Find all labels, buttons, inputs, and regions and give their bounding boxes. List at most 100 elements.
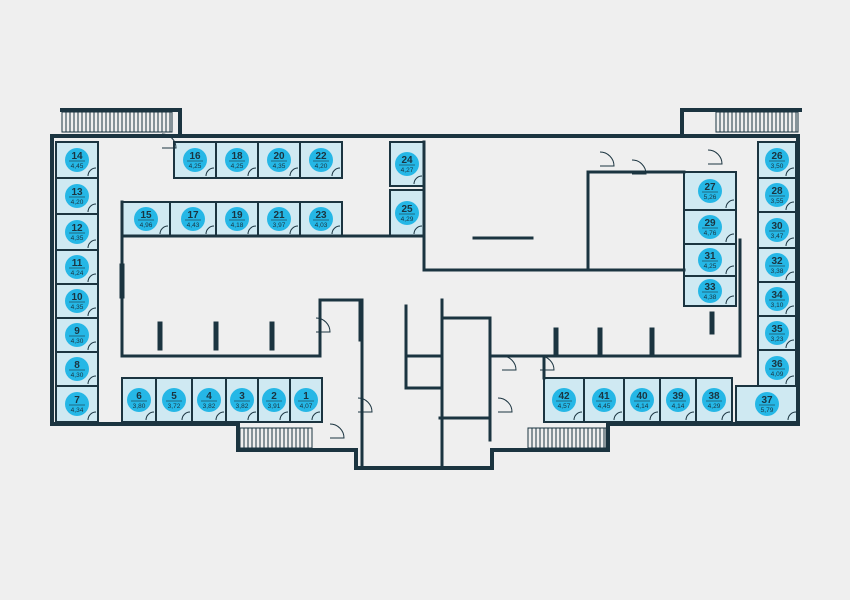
unit-area: 4,18 (231, 222, 244, 229)
unit-number: 28 (771, 186, 783, 197)
unit-badge (65, 184, 89, 208)
unit-badge (395, 152, 419, 176)
unit-number: 11 (72, 258, 83, 269)
unit-area: 3,82 (203, 403, 216, 410)
unit-badge (765, 287, 789, 311)
unit-badge (162, 388, 186, 412)
unit-badge (755, 392, 779, 416)
unit-number: 41 (598, 391, 610, 402)
unit-area: 4,38 (704, 294, 717, 301)
unit-area: 4,45 (71, 163, 84, 170)
unit-badge (698, 248, 722, 272)
unit-number: 42 (558, 391, 570, 402)
unit-badge (267, 207, 291, 231)
unit-number: 1 (303, 391, 309, 402)
unit-badge (765, 253, 789, 277)
door-arc (573, 411, 583, 421)
unit-area: 4,76 (704, 230, 717, 237)
storage-unit-walls (55, 141, 799, 423)
door-arc (787, 411, 797, 421)
unit-area: 4,09 (771, 371, 784, 378)
unit-area: 4,14 (636, 403, 649, 410)
unit-badge (127, 388, 151, 412)
unit-area: 5,79 (761, 407, 774, 414)
door-arc (631, 159, 647, 175)
storage-unit-wall (543, 377, 585, 423)
unit-area: 4,29 (708, 403, 721, 410)
unit-area: 3,50 (771, 163, 784, 170)
unit-number: 25 (401, 204, 413, 215)
unit-area: 4,25 (704, 263, 717, 270)
door-arc (247, 167, 257, 177)
unit-number: 22 (315, 151, 327, 162)
unit-number: 8 (74, 360, 80, 371)
storage-unit-wall (55, 141, 99, 179)
unit-number: 14 (71, 151, 83, 162)
unit-number: 24 (401, 155, 413, 166)
unit-number: 3 (239, 391, 245, 402)
unit-number: 34 (771, 290, 783, 301)
unit-badge (65, 392, 89, 416)
door-arc (721, 411, 731, 421)
door-arc (159, 225, 169, 235)
unit-area: 4,43 (187, 222, 200, 229)
unit-number: 7 (74, 395, 80, 406)
door-arc (599, 151, 615, 167)
unit-area: 4,25 (189, 163, 202, 170)
unit-badge (225, 207, 249, 231)
unit-area: 4,24 (71, 270, 84, 277)
unit-badge (702, 388, 726, 412)
unit-area: 3,97 (273, 222, 286, 229)
door-arc (181, 411, 191, 421)
unit-badge (294, 388, 318, 412)
unit-area: 4,27 (401, 167, 414, 174)
door-arc (205, 225, 215, 235)
stair-treads (65, 112, 797, 448)
unit-badge (230, 388, 254, 412)
unit-area: 4,30 (71, 372, 84, 379)
door-arc (87, 203, 97, 213)
unit-number: 26 (771, 151, 783, 162)
unit-badge (395, 201, 419, 225)
unit-number: 39 (672, 391, 684, 402)
door-arc (785, 271, 795, 281)
unit-number: 10 (71, 292, 83, 303)
unit-number: 23 (315, 210, 327, 221)
door-arc (289, 167, 299, 177)
unit-number: 13 (71, 187, 83, 198)
unit-number: 5 (171, 391, 177, 402)
unit-area: 3,82 (236, 403, 249, 410)
door-arc (785, 339, 795, 349)
unit-badge (698, 279, 722, 303)
storage-unit-wall (389, 141, 425, 187)
unit-area: 3,10 (771, 302, 784, 309)
unit-badge (65, 148, 89, 172)
door-arc (725, 265, 735, 275)
door-arc (315, 317, 331, 333)
unit-area: 4,57 (558, 403, 571, 410)
unit-number: 17 (187, 210, 199, 221)
door-arc (785, 167, 795, 177)
unit-area: 4,29 (401, 216, 414, 223)
unit-area: 4,14 (672, 403, 685, 410)
unit-badge (267, 148, 291, 172)
unit-number: 15 (140, 210, 152, 221)
unit-number: 37 (761, 395, 773, 406)
door-arc (725, 295, 735, 305)
door-arc (87, 239, 97, 249)
storage-unit-wall (121, 377, 157, 423)
door-arc (725, 233, 735, 243)
unit-badge (765, 321, 789, 345)
unit-number: 20 (273, 151, 285, 162)
unit-area: 4,30 (71, 338, 84, 345)
unit-badge (765, 148, 789, 172)
walls (50, 108, 802, 470)
unit-number: 35 (771, 324, 783, 335)
unit-area: 4,07 (300, 403, 313, 410)
door-arc (707, 149, 723, 165)
door-arc (87, 411, 97, 421)
door-arc (311, 411, 321, 421)
door-arc (785, 201, 795, 211)
unit-number: 33 (704, 282, 716, 293)
unit-area: 4,45 (598, 403, 611, 410)
